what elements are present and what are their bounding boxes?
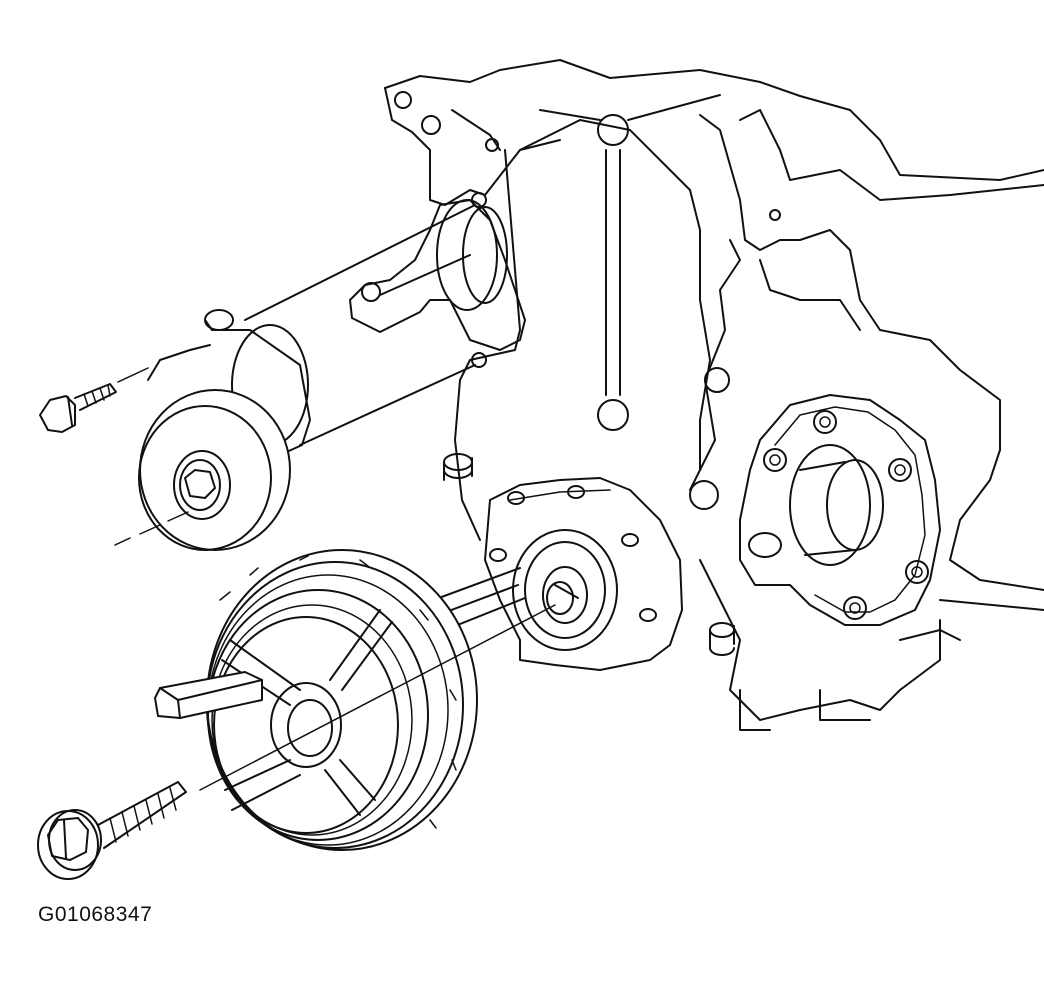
engine-block — [384, 59, 1044, 731]
tensioner-pulley — [138, 389, 291, 551]
tensioner-bolt — [39, 367, 149, 433]
figure-id-label: G01068347 — [38, 903, 153, 926]
belt-tensioner — [114, 204, 476, 551]
crankshaft-pulley — [154, 549, 556, 851]
oil-pump-flange — [739, 394, 941, 626]
flange-bolts — [763, 410, 929, 620]
crankshaft-pulley-bolt — [37, 781, 187, 880]
tensioner-bracket — [349, 192, 526, 368]
